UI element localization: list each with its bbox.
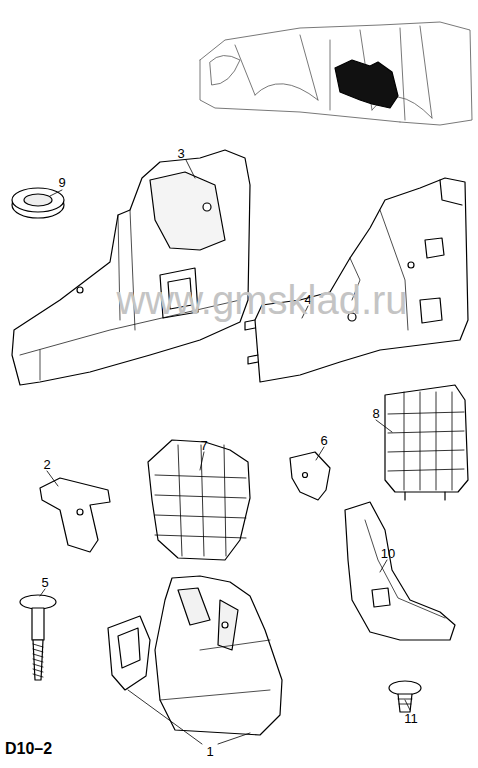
bracket-hole	[303, 473, 308, 478]
callout-number: 9	[58, 176, 65, 189]
callout-number: 1	[206, 745, 213, 758]
grommet	[12, 188, 64, 218]
callout-number: 8	[372, 407, 379, 420]
bracket	[40, 478, 110, 552]
corner-trim	[155, 576, 282, 735]
clip	[389, 681, 421, 712]
car-body	[200, 22, 472, 125]
watermark: www.gmsklad.ru	[116, 280, 407, 320]
callout-number: 6	[320, 434, 327, 447]
cover-cap	[108, 616, 150, 690]
callout-number: 3	[177, 147, 184, 160]
grid-cover	[385, 385, 468, 500]
callout-number: 11	[404, 712, 418, 725]
callout-number: 7	[200, 439, 207, 452]
highlighted-region	[335, 60, 398, 108]
callout-number: 2	[43, 458, 50, 471]
figure-code: D10–2	[5, 741, 52, 757]
callout-number: 5	[41, 576, 48, 589]
push-pin	[20, 595, 56, 680]
callout-number: 10	[381, 547, 395, 560]
side-trim-panel	[12, 150, 250, 385]
bracket	[290, 452, 330, 500]
pillar-trim	[345, 502, 455, 640]
grid-panel	[148, 440, 250, 560]
leader-lines	[40, 160, 410, 744]
